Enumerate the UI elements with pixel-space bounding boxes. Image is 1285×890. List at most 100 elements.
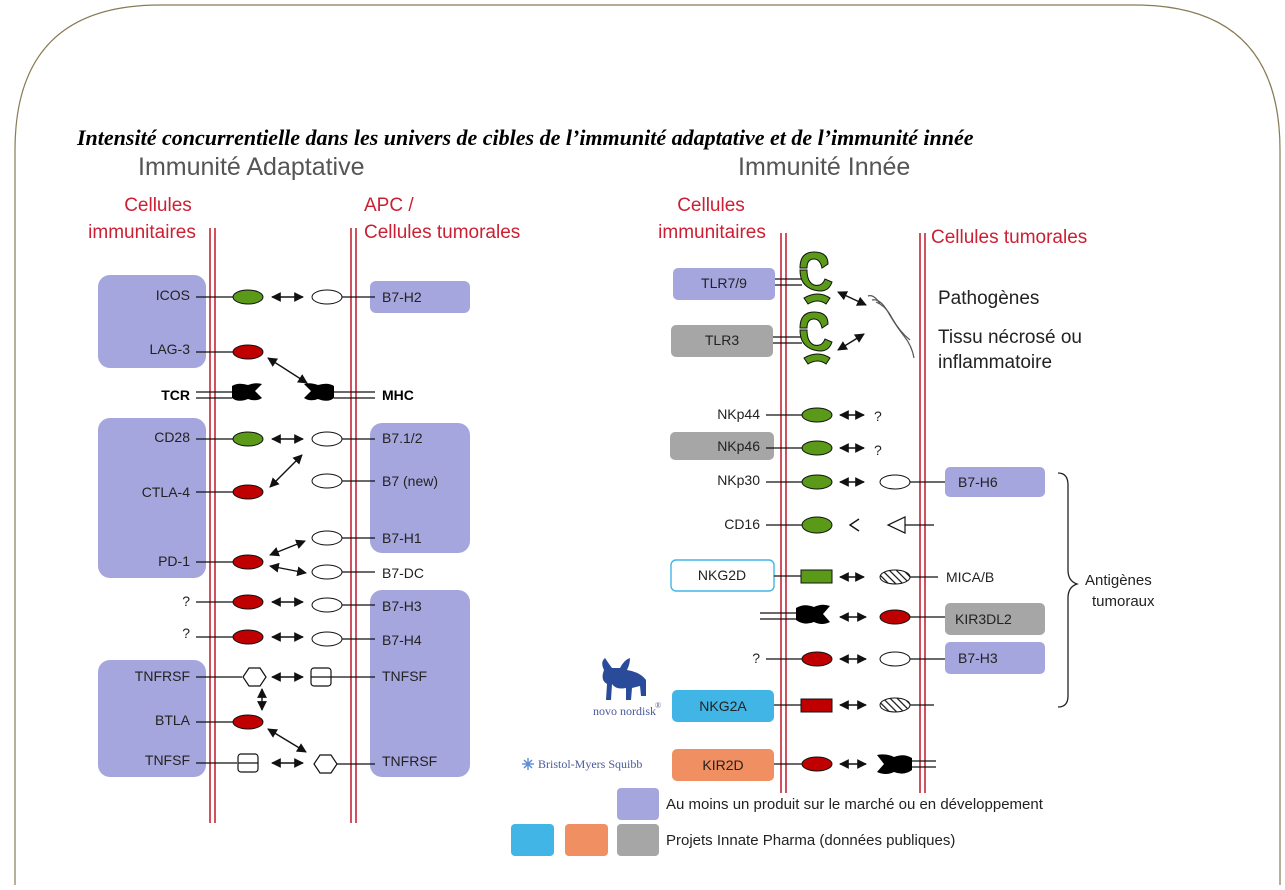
receptor-tcr-label: TCR xyxy=(161,387,190,403)
receptor-nkp44-label: NKp44 xyxy=(717,406,760,422)
unknown-receptor-1 xyxy=(232,594,264,610)
nkg2d-receptor xyxy=(800,569,833,584)
receptor-cd16-label: CD16 xyxy=(724,516,760,532)
novo-nordisk-wordmark: novo nordisk xyxy=(593,704,656,718)
adaptive-panel: Immunité Adaptative Cellules immunitaire… xyxy=(88,153,520,823)
receptor-nkp46-label: NKp46 xyxy=(717,438,760,454)
ligand-b7new-label: B7 (new) xyxy=(382,473,438,489)
ligand-kir3dl2-label: KIR3DL2 xyxy=(955,611,1012,627)
b7h3-binding-receptor xyxy=(801,651,833,667)
tnfsf-receptor-shape xyxy=(237,753,259,773)
ligand-box-b7h2 xyxy=(370,281,470,313)
innate-receptor-connectors xyxy=(760,414,802,765)
ligand-box-b7h3 xyxy=(945,642,1045,674)
adaptive-receptor-connectors xyxy=(196,296,375,764)
receptor-box-icos-lag3 xyxy=(98,275,206,368)
adaptive-left-header-1: Cellules xyxy=(124,195,192,216)
legend-item-1: Au moins un produit sur le marché ou en … xyxy=(666,796,1044,813)
receptor-box-nkg2a xyxy=(672,690,774,722)
receptor-box-nkp46 xyxy=(670,432,774,460)
receptor-unknown-2-label: ? xyxy=(182,625,190,641)
receptor-kir2d-label: KIR2D xyxy=(702,757,743,773)
legend-swatch-salmon xyxy=(565,824,608,856)
receptor-unknown-1-label: ? xyxy=(182,593,190,609)
receptor-ctla4-label: CTLA-4 xyxy=(142,484,190,500)
kir3dl2-ligand xyxy=(879,609,911,625)
adaptive-right-header-1: APC / xyxy=(364,195,414,216)
receptor-pd1-label: PD-1 xyxy=(158,553,190,569)
ligand-tnfrsf-label: TNFRSF xyxy=(382,753,437,769)
cd16-triangle-ligand xyxy=(886,516,906,534)
b7new-ligand xyxy=(311,473,343,489)
mhc-ligand xyxy=(304,383,334,401)
bms-wordmark: Bristol-Myers Squibb xyxy=(538,757,642,771)
nkp30-receptor xyxy=(801,474,833,490)
legend: Au moins un produit sur le marché ou en … xyxy=(511,788,1044,856)
adaptive-left-header-2: immunitaires xyxy=(88,222,196,243)
innate-right-header: Cellules tumorales xyxy=(931,227,1087,248)
receptor-nkg2d-label: NKG2D xyxy=(698,567,746,583)
bull-icon xyxy=(602,658,646,700)
innate-title: Immunité Innée xyxy=(738,153,910,181)
snowflake-icon xyxy=(522,758,534,770)
b7h4-ligand xyxy=(311,631,343,647)
innate-panel: Immunité Innée Cellules immunitaires Cel… xyxy=(658,153,1155,793)
receptor-tnfrsf-label: TNFRSF xyxy=(135,668,190,684)
cd16-ligand-shape xyxy=(848,518,860,532)
lag3-receptor xyxy=(232,344,264,360)
receptor-tnfsf-label: TNFSF xyxy=(145,752,190,768)
antigens-label-2: tumoraux xyxy=(1092,593,1155,610)
innate-tumor-membrane xyxy=(919,233,926,793)
adaptive-arrows xyxy=(257,292,308,768)
legend-item-2: Projets Innate Pharma (données publiques… xyxy=(666,832,955,849)
ligand-b7h2-label: B7-H2 xyxy=(382,289,422,305)
receptor-tlr3-label: TLR3 xyxy=(705,332,739,348)
nkp46-receptor xyxy=(801,440,833,456)
kir3dl2-binding-receptor xyxy=(796,604,830,624)
receptor-box-kir2d xyxy=(672,749,774,781)
bms-logo: Bristol-Myers Squibb xyxy=(522,757,642,771)
novo-registered-mark: ® xyxy=(655,701,661,710)
ligand-mica-label: MICA/B xyxy=(946,569,994,585)
ligand-b7h3-label: B7-H3 xyxy=(382,598,422,614)
innate-immune-membrane xyxy=(780,233,787,793)
kir2d-receptor xyxy=(801,756,833,772)
nkp44-ligand-unknown: ? xyxy=(874,408,882,424)
ligand-box-kir3dl2 xyxy=(945,603,1045,635)
nkp46-ligand-unknown: ? xyxy=(874,442,882,458)
figure-caption: Intensité concurrentielle dans les unive… xyxy=(76,125,974,150)
cd28-receptor xyxy=(232,431,264,447)
b7h1-ligand xyxy=(311,530,343,546)
adaptive-tumor-membrane xyxy=(350,228,357,823)
ligand-b7h6-label: B7-H6 xyxy=(958,474,998,490)
adaptive-immune-membrane xyxy=(209,228,216,823)
ligand-box-b7h6 xyxy=(945,467,1045,497)
tlr3-receptor xyxy=(799,311,833,365)
rounded-frame xyxy=(14,4,1281,885)
tissue-label-1: Tissu nécrosé ou xyxy=(938,327,1082,348)
mica-ligand xyxy=(879,569,911,585)
ligand-box-b7-family xyxy=(370,423,470,553)
receptor-cd28-label: CD28 xyxy=(154,429,190,445)
tlr-connectors xyxy=(773,278,802,344)
receptor-btla-label: BTLA xyxy=(155,712,191,728)
nkp44-receptor xyxy=(801,407,833,423)
tnfrsf-ligand-hexagon xyxy=(313,754,338,774)
receptor-unknown-label: ? xyxy=(752,650,760,666)
b7dc-ligand xyxy=(311,564,343,580)
receptor-icos-label: ICOS xyxy=(156,287,190,303)
b7h2-ligand xyxy=(311,289,343,305)
receptor-lag3-label: LAG-3 xyxy=(150,341,191,357)
ligand-box-b7h3-tnfrsf xyxy=(370,590,470,777)
adaptive-title: Immunité Adaptative xyxy=(138,153,365,181)
receptor-box-tlr79 xyxy=(673,268,775,300)
tcr-receptor xyxy=(232,383,262,401)
ligand-b7h1-label: B7-H1 xyxy=(382,530,422,546)
adaptive-right-header-2: Cellules tumorales xyxy=(364,222,520,243)
ligand-tnfsf-label: TNFSF xyxy=(382,668,427,684)
receptor-box-tnf xyxy=(98,660,206,777)
b7h3-ligand xyxy=(311,597,343,613)
antigens-label-1: Antigènes xyxy=(1085,572,1152,589)
tlr-arrows xyxy=(837,291,867,351)
